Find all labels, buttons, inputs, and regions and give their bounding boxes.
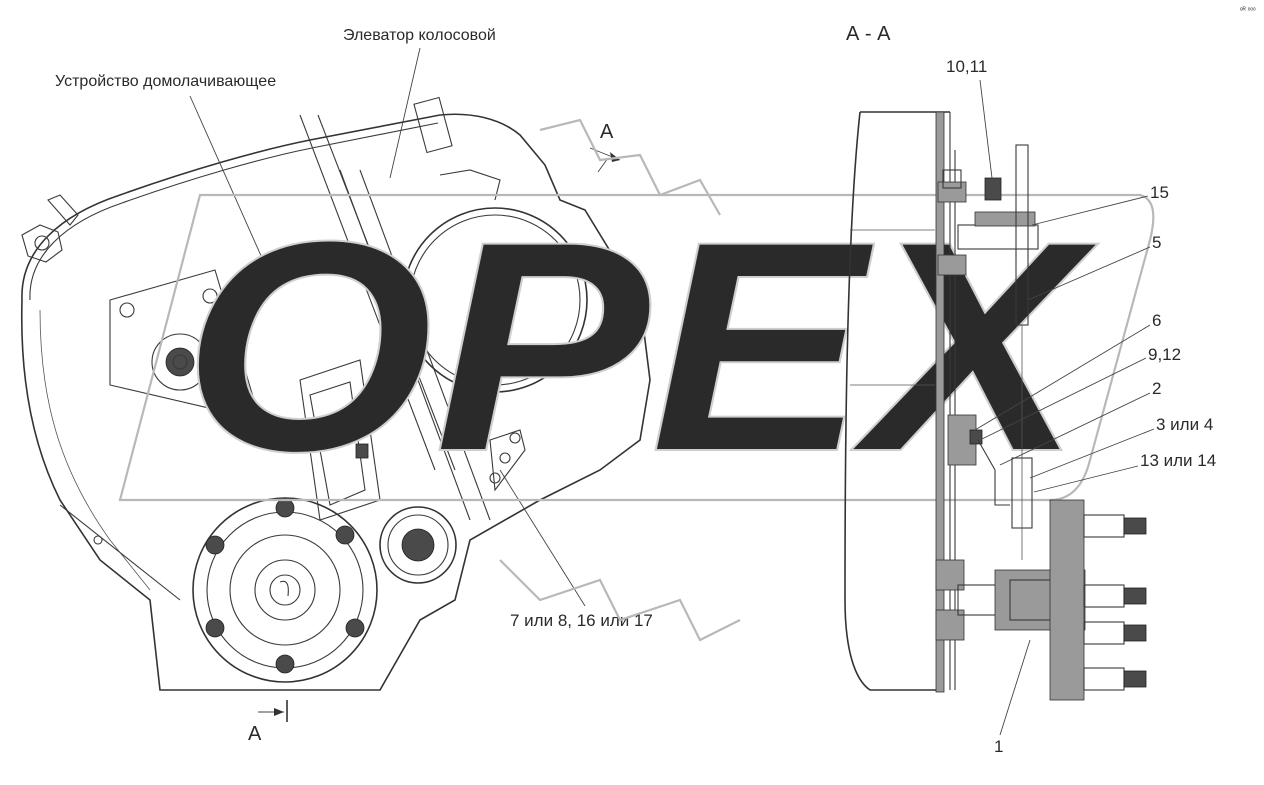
section-mark-bottom: А — [248, 723, 262, 745]
section-mark-top: А — [600, 121, 614, 143]
lower-clutch-assembly — [935, 499, 1147, 701]
corner-mark: ᵉᴿ ᵒᵒᵒ — [1240, 7, 1256, 14]
bearing-flange — [109, 269, 261, 421]
threshing-device-housing — [20, 113, 651, 691]
guard-bolt — [93, 535, 103, 545]
small-pulley — [379, 506, 457, 584]
elevator-casing — [299, 96, 501, 521]
lower-guard — [59, 504, 181, 601]
label-callout-5: 5 — [1152, 233, 1161, 252]
upper-shaft-assembly — [937, 144, 1039, 326]
upper-sprocket — [402, 207, 588, 393]
label-callout-2: 2 — [1152, 379, 1161, 398]
clutch-springs — [1083, 514, 1147, 691]
label-callout-9-12: 9,12 — [1148, 345, 1181, 364]
label-callout-10-11: 10,11 — [946, 57, 987, 76]
lower-hub — [192, 497, 378, 683]
label-callout-7-8-16-17: 7 или 8, 16 или 17 — [510, 611, 653, 630]
label-callout-6: 6 — [1152, 311, 1161, 330]
label-callout-1: 1 — [994, 737, 1003, 756]
label-threshing-device: Устройство домолачивающее — [55, 73, 276, 90]
watermark-logo-text: OPEX — [182, 178, 1099, 514]
middle-tensioner — [947, 325, 1033, 560]
label-callout-15: 15 — [1150, 183, 1169, 202]
top-left-bracket — [21, 194, 79, 263]
section-cut-top: А — [589, 121, 621, 173]
label-elevator: Элеватор колосовой — [343, 27, 496, 44]
watermark-logo: OPEX — [118, 118, 1155, 642]
label-callout-13-14: 13 или 14 — [1140, 451, 1216, 470]
section-cut-bottom: А — [248, 700, 288, 745]
label-callout-3-4: 3 или 4 — [1156, 415, 1213, 434]
hub-bolts — [205, 498, 365, 674]
section-title: А - А — [846, 23, 891, 45]
